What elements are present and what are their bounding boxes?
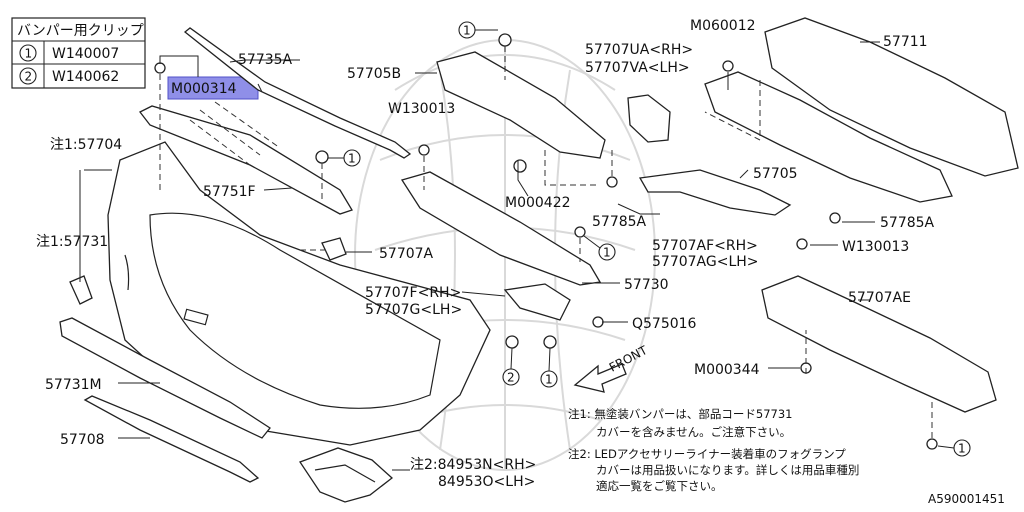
part-57704[interactable]: 注1:57704 xyxy=(50,137,122,153)
bumper-beam-57711 xyxy=(764,17,1019,177)
part-57785A-left[interactable]: 57785A xyxy=(592,214,647,230)
bumper-reinforcement-upper xyxy=(436,51,606,159)
lower-support-57730 xyxy=(400,171,602,286)
part-57707UA[interactable]: 57707UA<RH> xyxy=(585,42,693,58)
note-2-line-3: 適応一覧をご覧下さい。 xyxy=(596,479,723,493)
legend-row-2-mark xyxy=(19,67,37,85)
note-1-line-2: カバーを含みません。ご注意下さい。 xyxy=(596,425,791,439)
part-labels: 57735A 57705B 57707UA<RH> 57707VA<LH> M0… xyxy=(36,18,935,490)
note-2-line-2: カバーは用品扱いになります。詳しくは用品車種別 xyxy=(596,463,859,477)
part-Q575016[interactable]: Q575016 xyxy=(632,316,697,332)
upper-molding-strip xyxy=(183,27,412,159)
part-57730[interactable]: 57730 xyxy=(624,277,669,293)
energy-absorber xyxy=(704,71,953,203)
front-direction-arrow: FRONT xyxy=(573,343,650,393)
callout-1-mid: 1 xyxy=(348,152,356,166)
lower-absorber-57707AE xyxy=(761,275,997,413)
part-M000422[interactable]: M000422 xyxy=(505,195,571,211)
part-57707AE[interactable]: 57707AE xyxy=(848,290,911,306)
highlight-code: M000314 xyxy=(171,81,237,97)
bumper-cover xyxy=(107,141,491,446)
highlighted-part-label[interactable]: M000314 xyxy=(167,76,259,100)
callout-1-lower-right: 1 xyxy=(958,442,966,456)
part-57751F[interactable]: 57751F xyxy=(203,184,256,200)
legend-row-2-code: W140062 xyxy=(52,69,119,85)
part-57731[interactable]: 注1:57731 xyxy=(36,234,108,250)
clip-legend-table: バンパー用クリップ 1 W140007 2 W140062 xyxy=(11,17,146,89)
part-W130013-upper[interactable]: W130013 xyxy=(388,101,455,117)
part-57705B[interactable]: 57705B xyxy=(347,66,401,82)
legend-row-2-num: 2 xyxy=(25,70,33,84)
part-W130013-lower[interactable]: W130013 xyxy=(842,239,909,255)
upper-grille-frame xyxy=(139,105,353,215)
part-84953O[interactable]: 84953O<LH> xyxy=(438,474,535,490)
legend-row-1-mark xyxy=(19,44,37,62)
part-57731M[interactable]: 57731M xyxy=(45,377,102,393)
leader-lines xyxy=(79,41,880,471)
part-57707F[interactable]: 57707F<RH> xyxy=(365,285,461,301)
part-57711[interactable]: 57711 xyxy=(883,34,928,50)
part-57735A[interactable]: 57735A xyxy=(238,52,293,68)
part-57707VA[interactable]: 57707VA<LH> xyxy=(585,60,690,76)
callout-marks: 1 1 1 2 1 1 xyxy=(328,21,971,457)
part-57708[interactable]: 57708 xyxy=(60,432,105,448)
part-57707G[interactable]: 57707G<LH> xyxy=(365,302,462,318)
part-84953N[interactable]: 注2:84953N<RH> xyxy=(410,457,536,473)
part-M000344[interactable]: M000344 xyxy=(694,362,760,378)
lower-lip-spoiler xyxy=(59,317,271,439)
fasteners xyxy=(154,33,938,450)
part-57705[interactable]: 57705 xyxy=(753,166,798,182)
front-label: FRONT xyxy=(607,343,650,375)
part-57707A[interactable]: 57707A xyxy=(379,246,434,262)
callout-1-bottom: 1 xyxy=(545,373,553,387)
note-1-line-1: 注1: 無塗装バンパーは、部品コード57731 xyxy=(568,407,793,421)
diagram-id: A590001451 xyxy=(928,492,1005,506)
note-2-line-1: 注2: LEDアクセサリーライナー装着車のフォグランプ xyxy=(568,447,846,461)
legend-header: バンパー用クリップ xyxy=(17,23,144,39)
callout-2-bottom: 2 xyxy=(507,371,515,385)
assembly-dash-lines xyxy=(159,46,933,438)
legend-row-1-code: W140007 xyxy=(52,46,119,62)
legend-row-1-num: 1 xyxy=(25,47,33,61)
callout-1-right: 1 xyxy=(603,246,611,260)
notes-block: 注1: 無塗装バンパーは、部品コード57731 カバーを含みません。ご注意下さい… xyxy=(568,407,859,493)
part-57707AF[interactable]: 57707AF<RH> xyxy=(652,238,758,254)
callout-1-top: 1 xyxy=(463,24,471,38)
part-57785A-right[interactable]: 57785A xyxy=(880,215,935,231)
part-M060012[interactable]: M060012 xyxy=(690,18,756,34)
part-57707AG[interactable]: 57707AG<LH> xyxy=(652,254,759,270)
